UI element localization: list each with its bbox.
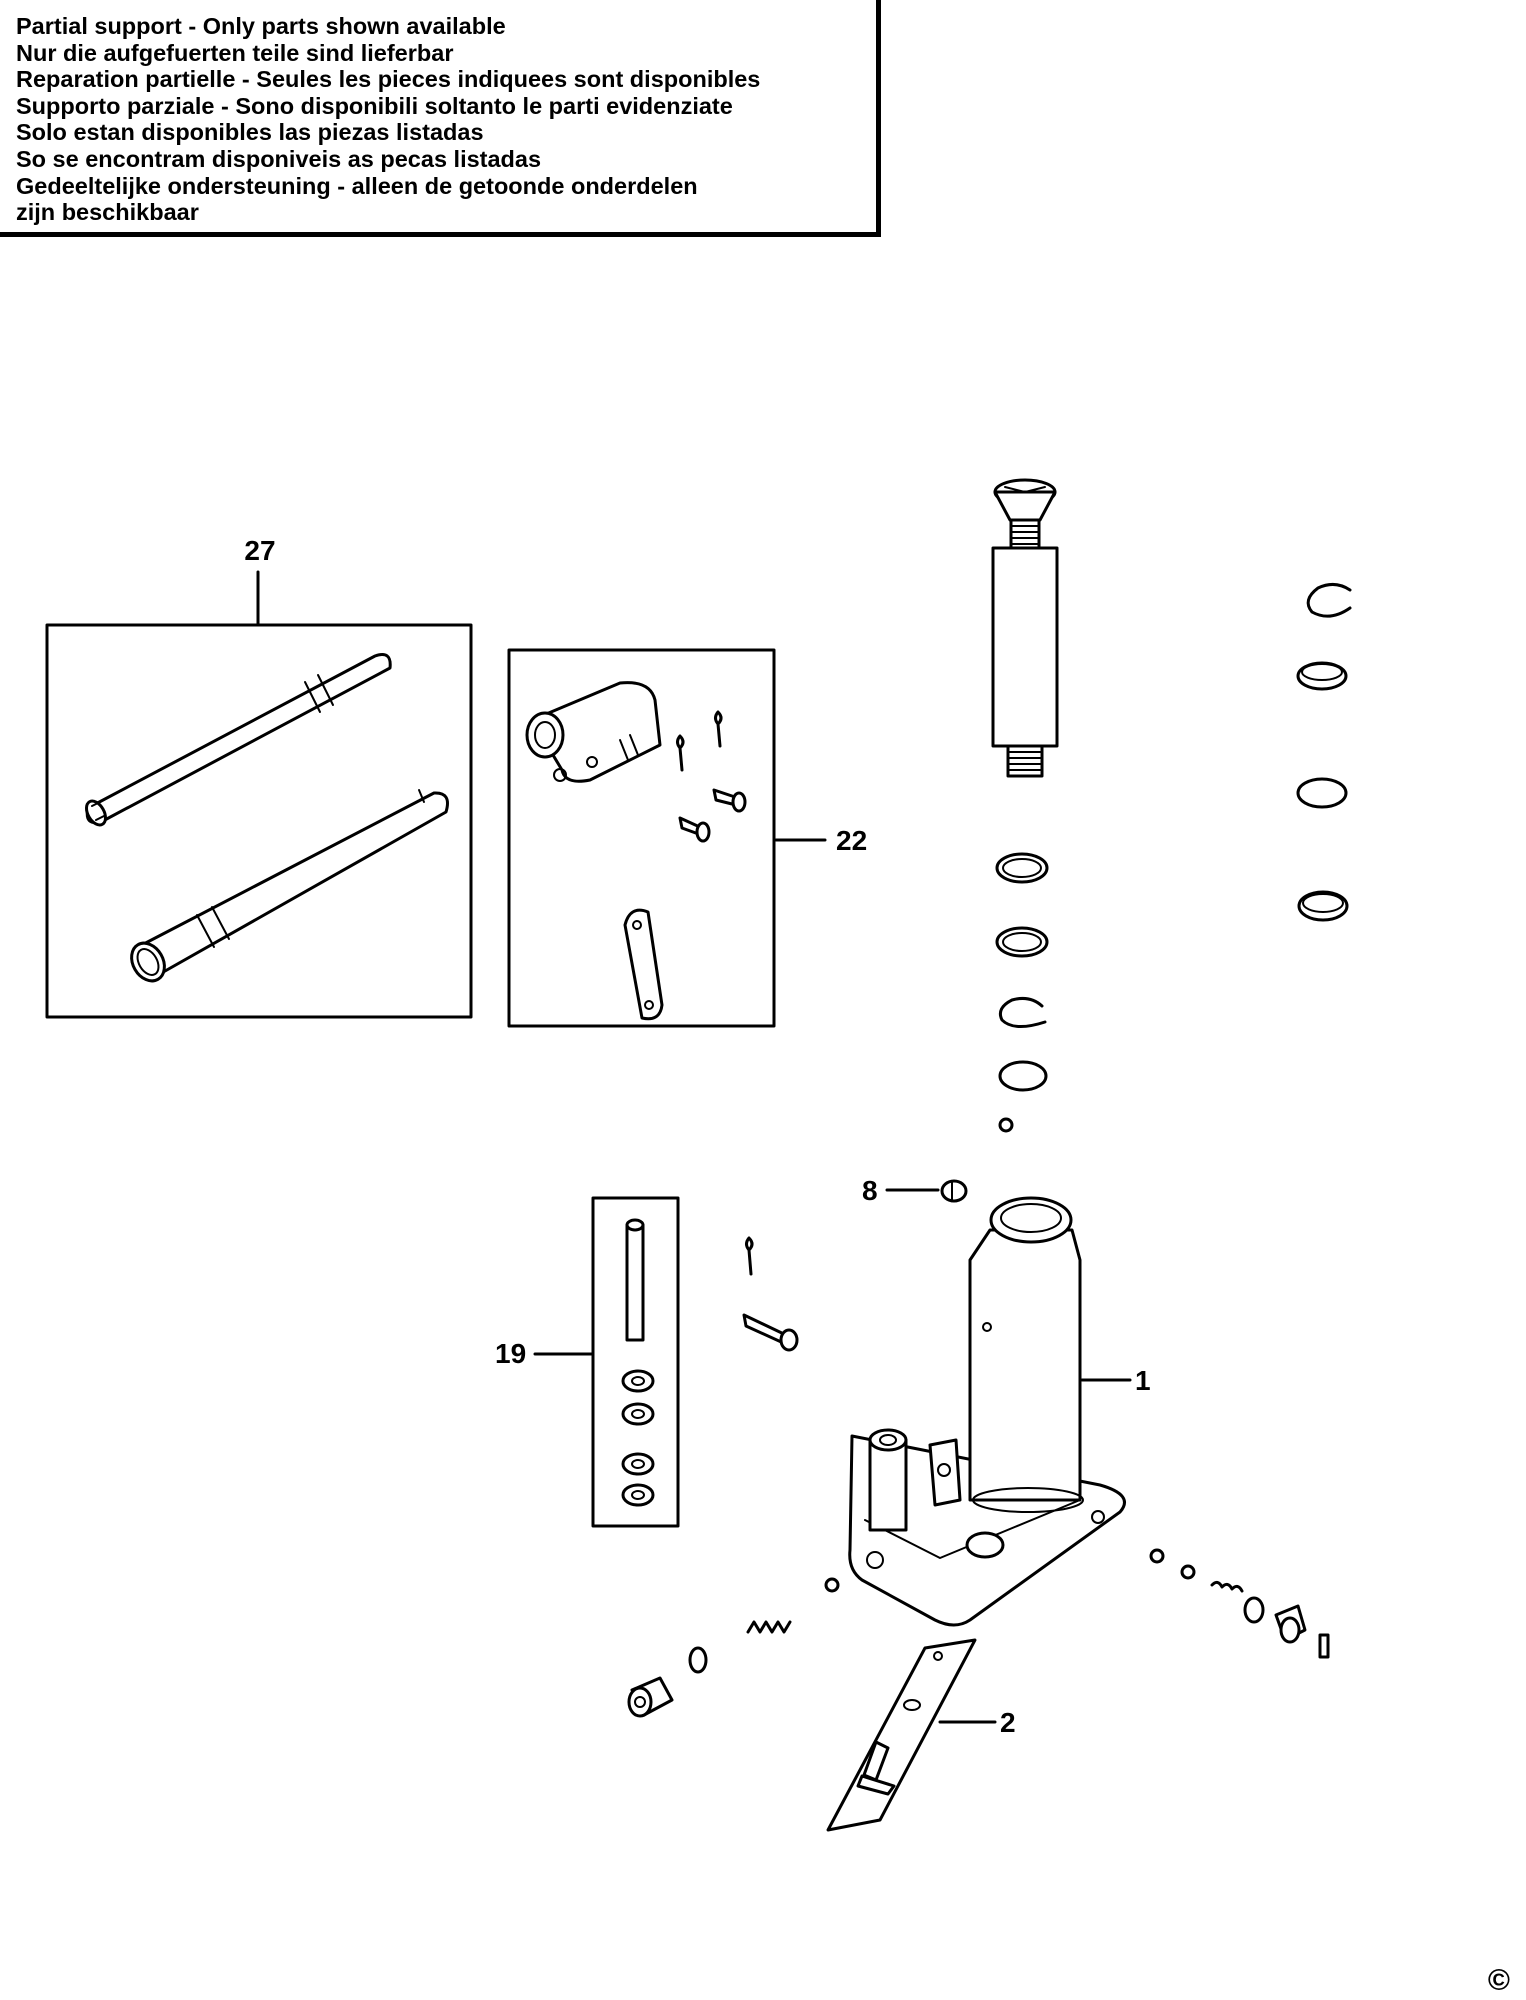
handle-section-upper <box>85 653 392 827</box>
part-2-valve-kit: 2 <box>826 1638 1016 1832</box>
release-valve-left <box>627 1577 840 1718</box>
seal-stack-left <box>995 852 1049 1133</box>
notice-line-fr: Reparation partielle - Seules les pieces… <box>16 66 761 93</box>
snap-ring-icon <box>998 997 1047 1028</box>
callout-8: 8 <box>862 1175 878 1206</box>
part-1-jack-body: 1 <box>848 1196 1151 1627</box>
copyright-mark: © <box>1488 1964 1510 1997</box>
ball-icon <box>998 1117 1014 1133</box>
snap-ring-icon <box>1306 583 1352 618</box>
callout-1: 1 <box>1135 1365 1151 1396</box>
ball-icon <box>824 1577 840 1593</box>
notice-line-pt: So se encontram disponiveis as pecas lis… <box>16 145 542 172</box>
notice-line-nl-1: Gedeeltelijke ondersteuning - alleen de … <box>16 172 698 199</box>
saddle-block <box>525 681 662 783</box>
ball-icon <box>1149 1548 1165 1564</box>
callout-27: 27 <box>244 535 275 566</box>
part-8-plug: 8 <box>862 1175 968 1206</box>
release-valve-right <box>1149 1548 1330 1659</box>
clevis-pin <box>712 788 747 813</box>
part-22-saddle-kit: 22 <box>507 648 867 1028</box>
callout-2: 2 <box>1000 1707 1016 1738</box>
notice-line-en: Partial support - Only parts shown avail… <box>16 13 506 39</box>
clevis-pin-loose <box>742 1313 799 1352</box>
notice-line-de: Nur die aufgefuerten teile sind lieferba… <box>16 39 454 66</box>
notice-line-it: Supporto parziale - Sono disponibili sol… <box>16 92 733 119</box>
part-27-handle-kit: 27 <box>45 535 473 1019</box>
part-19-pin-kit: 19 <box>495 1196 680 1528</box>
cotter-pin-icon <box>714 710 723 748</box>
callout-19: 19 <box>495 1338 526 1369</box>
handle-section-lower <box>130 789 449 983</box>
clevis-pin <box>678 816 711 843</box>
spring-icon <box>746 1620 792 1634</box>
notice-line-nl-2: zijn beschikbaar <box>16 199 199 226</box>
cotter-pin-icon <box>745 1236 754 1276</box>
callout-22: 22 <box>836 825 867 856</box>
spring-icon <box>1210 1580 1244 1593</box>
partial-support-notice: Partial support - Only parts shown avail… <box>0 0 881 237</box>
seal-stack-right <box>1296 583 1352 922</box>
notice-line-es: Solo estan disponibles las piezas listad… <box>16 119 484 146</box>
cotter-pin-icon <box>676 734 685 772</box>
ram-screw <box>991 478 1059 778</box>
link-plate <box>623 908 664 1021</box>
